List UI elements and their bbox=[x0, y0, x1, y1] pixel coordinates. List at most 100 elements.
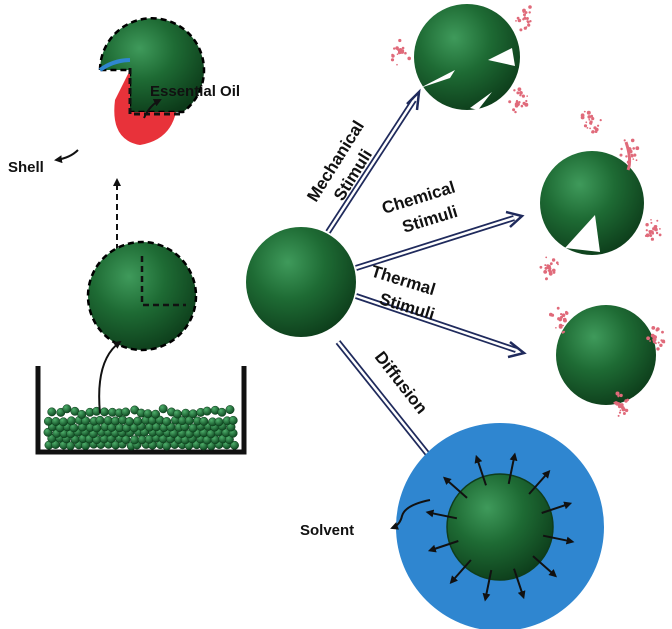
droplet bbox=[651, 326, 656, 330]
bead bbox=[202, 406, 212, 416]
bead bbox=[77, 409, 87, 419]
capsule-container bbox=[35, 340, 247, 455]
droplet bbox=[649, 234, 653, 237]
droplet bbox=[591, 131, 594, 134]
crack-1 bbox=[488, 48, 515, 66]
droplet bbox=[655, 328, 659, 332]
droplet bbox=[591, 117, 595, 121]
chemical-arrow bbox=[355, 210, 525, 271]
droplet bbox=[617, 395, 620, 398]
droplet bbox=[625, 155, 628, 158]
diffusion-label-text: Diffusion bbox=[371, 348, 431, 418]
droplet bbox=[524, 17, 527, 20]
droplet bbox=[407, 56, 412, 61]
droplet bbox=[650, 219, 652, 221]
bead bbox=[151, 409, 161, 419]
droplet bbox=[514, 110, 517, 114]
thermal-label-line1: Thermal bbox=[369, 262, 438, 300]
droplet bbox=[618, 411, 622, 414]
radial-arrow bbox=[449, 559, 472, 584]
droplet bbox=[519, 91, 523, 95]
droplet bbox=[661, 330, 664, 334]
droplet bbox=[544, 264, 547, 267]
droplet bbox=[655, 231, 659, 235]
droplet bbox=[391, 54, 395, 58]
bead bbox=[158, 404, 168, 414]
radial-arrow bbox=[443, 476, 468, 499]
bead bbox=[99, 407, 109, 417]
bead bbox=[172, 409, 182, 419]
droplet bbox=[401, 46, 405, 50]
droplet bbox=[552, 271, 556, 274]
droplet bbox=[654, 342, 657, 345]
droplet bbox=[627, 147, 632, 151]
droplet bbox=[620, 147, 623, 151]
droplet bbox=[661, 339, 666, 344]
thermal-arrow bbox=[355, 293, 527, 359]
bead bbox=[228, 415, 238, 425]
diffusion-radial-arrows bbox=[425, 452, 575, 602]
droplet bbox=[545, 256, 548, 259]
droplet bbox=[619, 154, 622, 157]
radial-arrow bbox=[427, 540, 459, 553]
droplet bbox=[524, 11, 528, 14]
cutaway-shell-body bbox=[98, 17, 206, 114]
droplet bbox=[659, 343, 663, 347]
center-capsule bbox=[246, 227, 356, 337]
shell-label: Shell bbox=[8, 159, 44, 176]
shell-pointer bbox=[54, 149, 79, 164]
bead bbox=[217, 407, 227, 417]
droplet bbox=[519, 28, 523, 32]
bead bbox=[125, 417, 134, 426]
droplet bbox=[520, 104, 524, 108]
bead bbox=[43, 416, 53, 426]
droplet bbox=[635, 146, 640, 151]
droplet bbox=[624, 399, 628, 403]
bead bbox=[199, 416, 209, 426]
droplet bbox=[549, 262, 553, 266]
droplet bbox=[597, 124, 600, 127]
droplet bbox=[623, 139, 626, 142]
droplet bbox=[613, 401, 616, 404]
droplet bbox=[646, 336, 650, 341]
droplet bbox=[516, 16, 520, 20]
chemical-ruptured-capsule bbox=[539, 110, 662, 281]
droplet bbox=[396, 63, 398, 66]
droplet bbox=[555, 327, 557, 329]
droplet bbox=[586, 127, 589, 129]
release-droplets bbox=[539, 110, 662, 281]
droplet bbox=[630, 138, 635, 143]
bead bbox=[58, 417, 68, 427]
droplet bbox=[565, 311, 569, 315]
droplet bbox=[633, 153, 637, 157]
droplet bbox=[515, 102, 518, 105]
radial-arrow bbox=[482, 569, 493, 602]
droplet bbox=[515, 20, 517, 22]
droplet bbox=[659, 228, 661, 230]
mechanical-ruptured-capsule bbox=[390, 4, 532, 114]
droplet bbox=[656, 347, 660, 351]
droplet bbox=[513, 89, 516, 92]
droplet bbox=[551, 313, 553, 316]
droplet bbox=[548, 271, 553, 276]
bead bbox=[62, 404, 72, 414]
droplet bbox=[656, 219, 659, 222]
droplet bbox=[650, 230, 654, 234]
droplet bbox=[528, 11, 531, 14]
chemical-label: Chemical Stimuli bbox=[380, 178, 460, 237]
droplet bbox=[556, 261, 559, 265]
droplet bbox=[635, 159, 638, 162]
capsule-beads bbox=[43, 404, 239, 451]
droplet bbox=[517, 104, 519, 107]
droplet bbox=[399, 51, 402, 53]
droplet bbox=[588, 118, 591, 121]
release-droplets bbox=[549, 306, 666, 417]
droplet bbox=[583, 124, 588, 128]
droplet bbox=[558, 324, 563, 329]
droplet bbox=[517, 87, 522, 92]
droplet bbox=[619, 393, 623, 398]
droplet bbox=[628, 150, 631, 153]
droplet bbox=[626, 160, 631, 164]
droplet bbox=[615, 391, 620, 396]
